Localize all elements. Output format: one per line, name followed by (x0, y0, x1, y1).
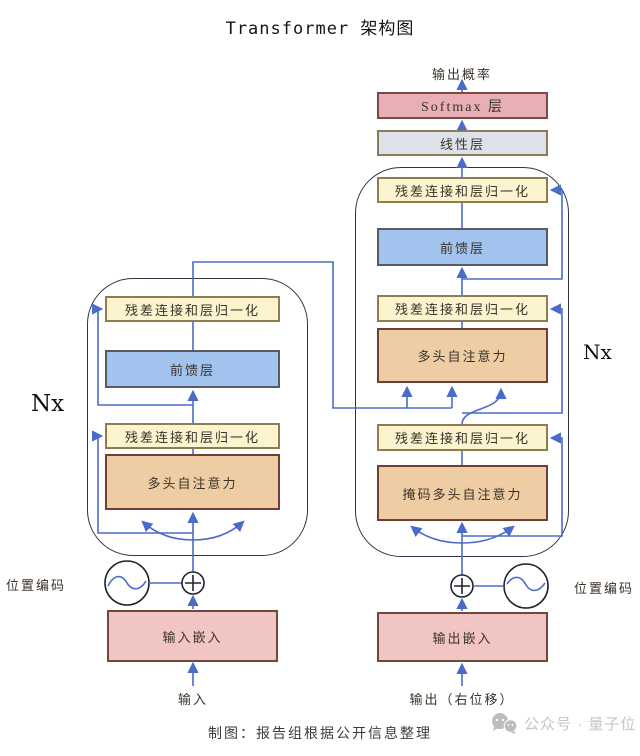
arrow-attn-left-branch-enc (141, 520, 194, 541)
decoder-add-norm-2-box: 残差连接和层归一化 (377, 295, 548, 322)
watermark: 公众号 · 量子位 (488, 712, 639, 735)
input-embedding-box: 输入嵌入 (107, 610, 278, 662)
diagram-title: Transformer 架构图 (225, 19, 415, 39)
skip-around-ffn-enc (92, 303, 193, 406)
decoder-add-norm-1-box: 残差连接和层归一化 (377, 177, 548, 203)
input-label: 输入 (177, 692, 208, 707)
softmax-layer-box: Softmax 层 (377, 92, 548, 119)
encoder-block-container (87, 278, 308, 556)
output-embedding-box: 输出嵌入 (377, 612, 548, 662)
decoder-positional-encoding-label: 位置编码 (574, 581, 635, 596)
output-probabilities-label: 输出概率 (431, 67, 492, 82)
output-shifted-right-label: 输出（右位移） (409, 692, 515, 707)
decoder-add-norm-3-box: 残差连接和层归一化 (377, 424, 548, 451)
encoder-nx-label: Nx (31, 391, 65, 417)
encoder-positional-encoding-label: 位置编码 (6, 578, 67, 593)
decoder-multi-head-attention-box: 多头自注意力 (377, 328, 548, 383)
credit-line: 制图：报告组根据公开信息整理 (208, 727, 432, 742)
encoder-feed-forward-box: 前馈层 (105, 350, 280, 388)
encoder-multi-head-attention-box: 多头自注意力 (105, 454, 280, 510)
encoder-add-norm-1-box: 残差连接和层归一化 (105, 296, 280, 322)
sine-wave-curve-left (107, 575, 147, 590)
plus-cross-right (454, 578, 470, 594)
decoder-masked-attention-box: 掩码多头自注意力 (377, 465, 548, 521)
encoder-add-norm-2-box: 残差连接和层归一化 (105, 423, 280, 449)
skip-around-attn-enc (92, 430, 193, 534)
arrow-attn-right-branch-enc (192, 520, 245, 541)
decoder-feed-forward-box: 前馈层 (377, 228, 548, 266)
decoder-nx-label: Nx (583, 340, 612, 364)
sine-wave-curve-right (506, 576, 546, 592)
arrow-query-into-crossattn (461, 387, 507, 425)
linear-layer-box: 线性层 (377, 130, 548, 156)
skip-around-crossattn-dec (462, 303, 563, 414)
skip-around-ffn-dec (462, 184, 563, 280)
plus-cross-left (185, 575, 201, 591)
encoder-decoder-bridge (192, 261, 452, 409)
arrow-maskattn-left-branch (410, 525, 463, 544)
wechat-icon (490, 712, 518, 735)
arrow-maskattn-right-branch (461, 525, 515, 544)
watermark-text: 公众号 · 量子位 (524, 716, 637, 733)
